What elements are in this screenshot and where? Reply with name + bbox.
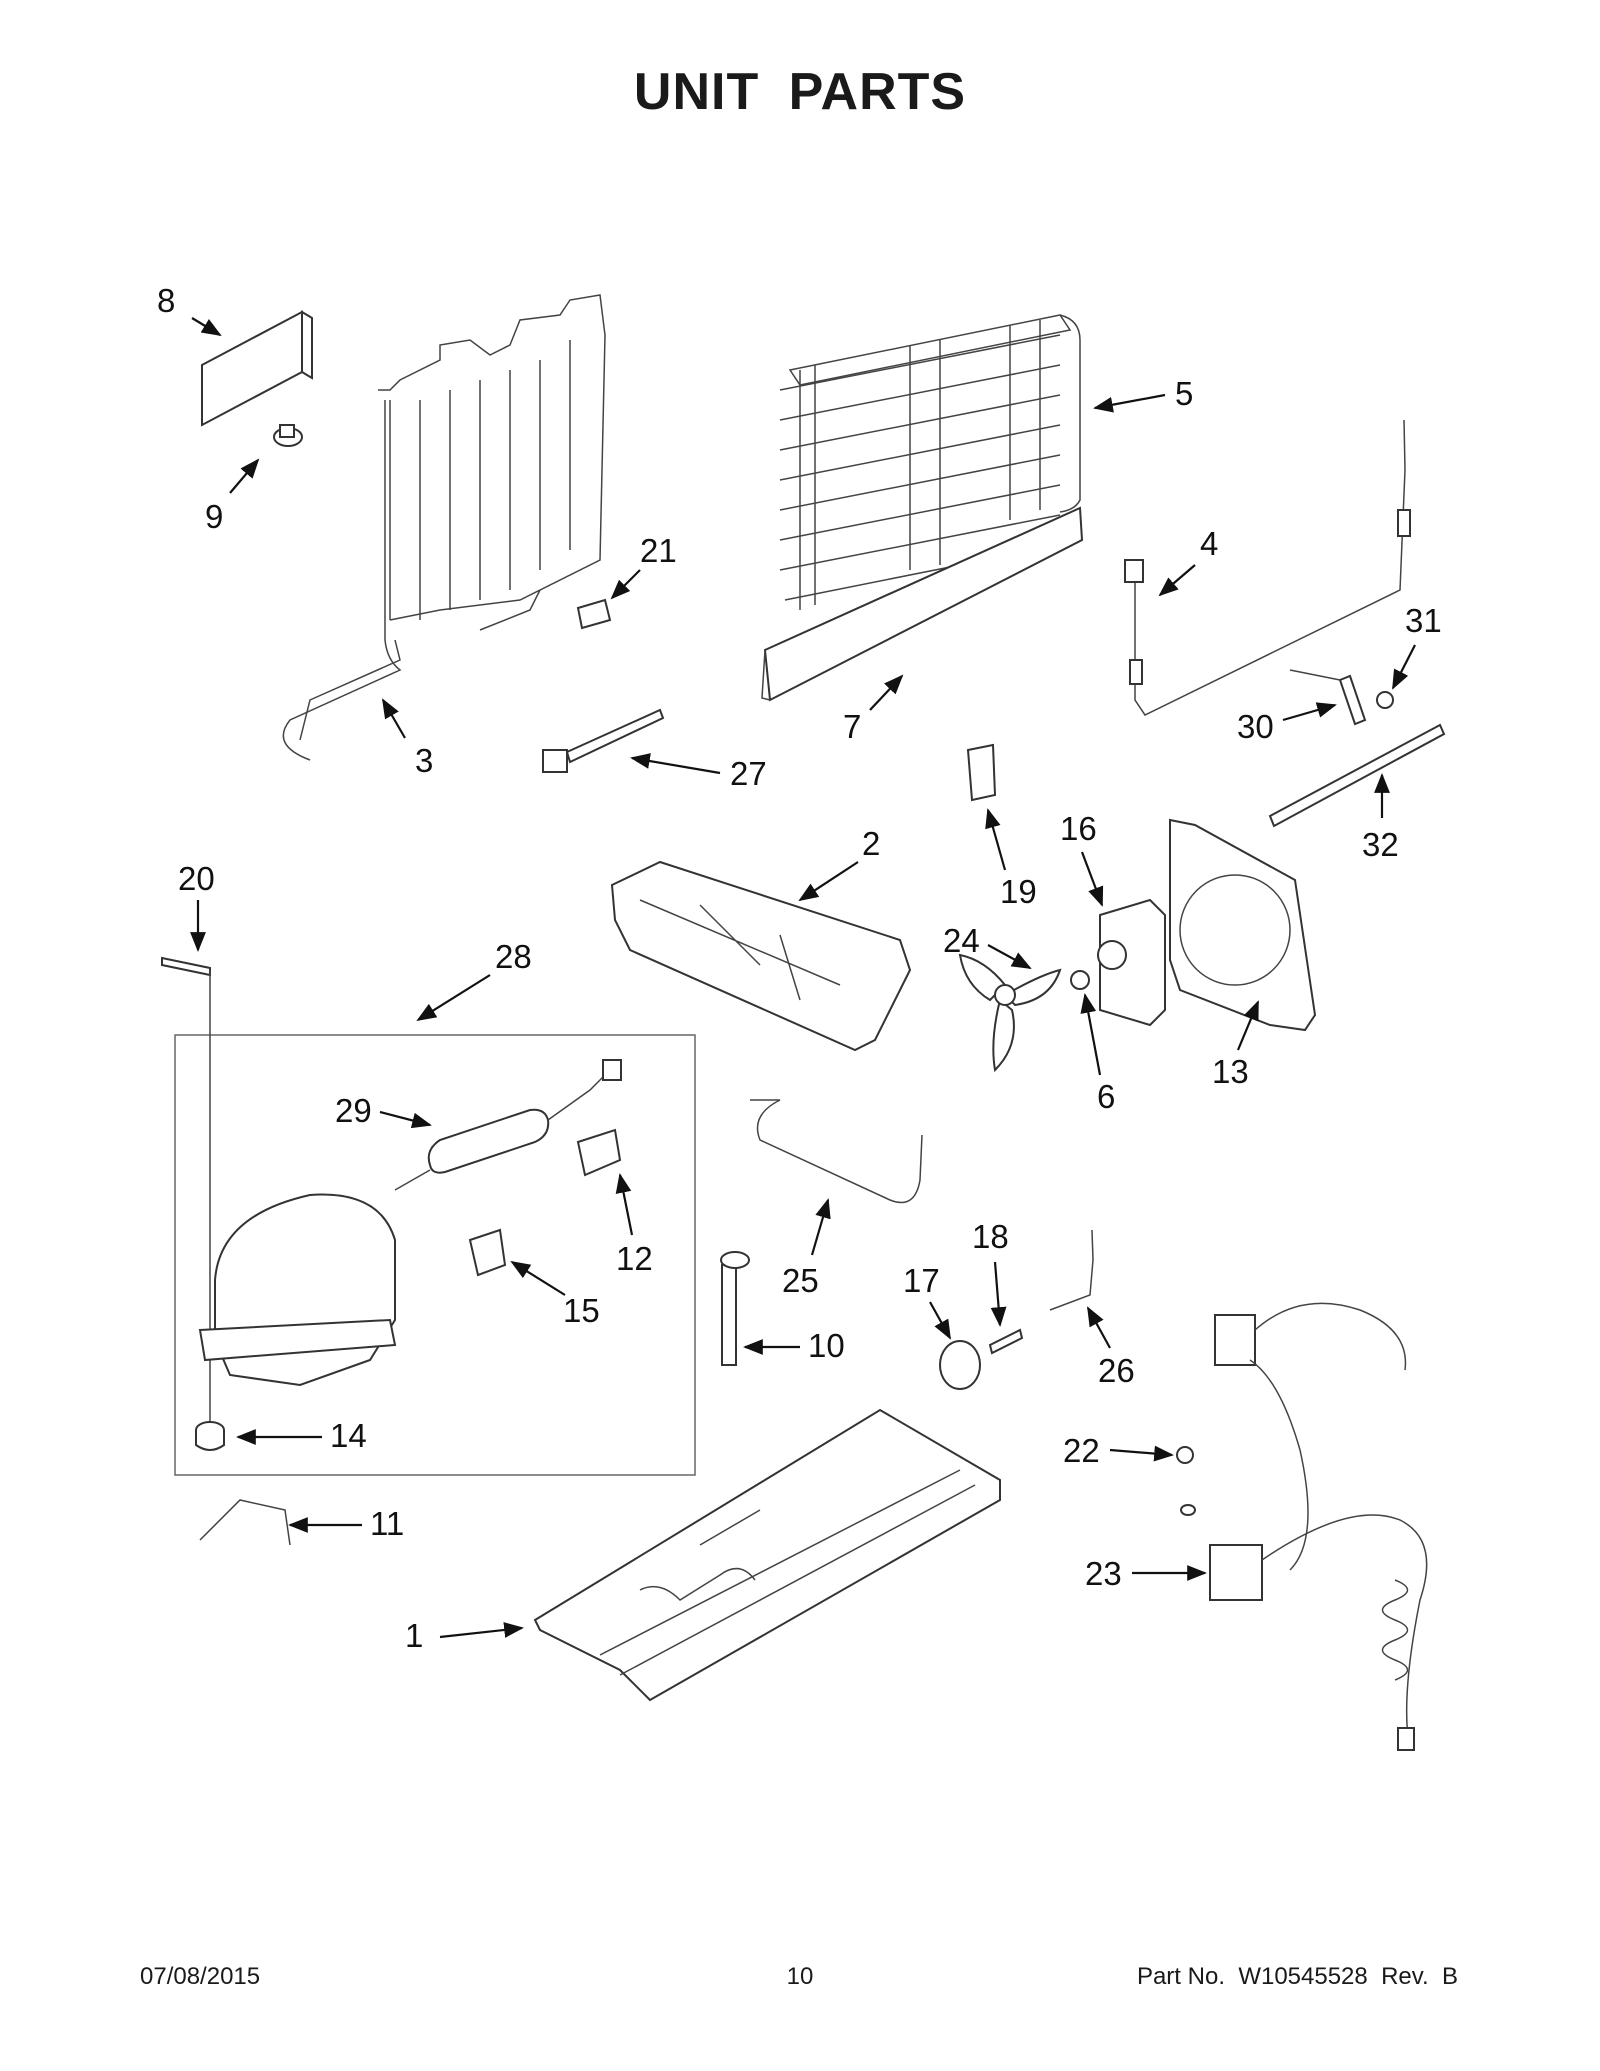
callout-24: 24	[943, 922, 980, 959]
callouts: 8 9 3 21 27 5 4 7 31 30 32 2 19 16 24 6 …	[157, 282, 1442, 1654]
compressor	[198, 1193, 397, 1387]
part-3-condenser-coil	[282, 294, 606, 761]
part-13-fan-shroud	[1169, 818, 1317, 1032]
callout-10: 10	[808, 1327, 845, 1364]
callout-29: 29	[335, 1092, 372, 1129]
part-17-roller	[939, 1340, 981, 1390]
part-19-bracket	[966, 743, 997, 802]
callout-26: 26	[1098, 1352, 1135, 1389]
part-30-clip	[1289, 669, 1367, 726]
page-title: UNIT PARTS	[633, 63, 967, 121]
callout-6: 6	[1097, 1078, 1115, 1115]
callout-23: 23	[1085, 1555, 1122, 1592]
callout-11: 11	[370, 1505, 404, 1542]
callout-7: 7	[843, 708, 861, 745]
footer-page-number: 10	[786, 1963, 814, 1990]
callout-4: 4	[1200, 525, 1218, 562]
part-25-tube	[750, 1099, 923, 1204]
callout-28: 28	[495, 938, 532, 975]
part-4-sensor-wire	[1124, 419, 1411, 716]
part-27-cable-tie	[542, 708, 665, 773]
callout-13: 13	[1212, 1053, 1249, 1090]
part-32-strip	[1268, 723, 1446, 828]
callout-27: 27	[730, 755, 767, 792]
part-24-fan-blade	[958, 953, 1062, 1073]
part-11-clip	[199, 1499, 291, 1546]
part-12-relay	[576, 1128, 622, 1177]
callout-12: 12	[616, 1240, 653, 1277]
callout-21: 21	[640, 532, 677, 569]
part-6-screw	[1070, 970, 1090, 990]
callout-15: 15	[563, 1292, 600, 1329]
callout-20: 20	[178, 860, 215, 897]
part-10-drain-tube	[720, 1251, 750, 1366]
callout-18: 18	[972, 1218, 1009, 1255]
part-14-grommet	[195, 1421, 225, 1451]
callout-30: 30	[1237, 708, 1274, 745]
part-15-overload	[468, 1228, 507, 1277]
callout-1: 1	[405, 1617, 423, 1654]
part-26-tube	[1049, 1229, 1094, 1311]
part-18-axle	[988, 1328, 1024, 1355]
part-16-fan-motor	[1097, 898, 1166, 1027]
part-29-drier	[394, 1059, 622, 1191]
footer-date: 07/08/2015	[140, 1963, 261, 1990]
part-22-screw	[1176, 1446, 1196, 1516]
callout-32: 32	[1362, 826, 1399, 863]
part-21-clip	[576, 598, 612, 630]
part-5-evaporator	[779, 314, 1081, 610]
callout-22: 22	[1063, 1432, 1100, 1469]
part-28-group-box	[174, 970, 696, 1476]
part-23-wire-harness	[1209, 1302, 1428, 1751]
part-20-clamp	[161, 956, 211, 977]
callout-17: 17	[903, 1262, 940, 1299]
callout-8: 8	[157, 282, 175, 319]
callout-25: 25	[782, 1262, 819, 1299]
part-2-housing	[610, 860, 912, 1052]
callout-9: 9	[205, 498, 223, 535]
footer-part-number: Part No. W10545528 Rev. B	[1136, 1963, 1458, 1990]
part-31-screw	[1376, 691, 1394, 709]
callout-16: 16	[1060, 810, 1097, 847]
callout-19: 19	[1000, 873, 1037, 910]
callout-3: 3	[415, 742, 433, 779]
part-1-base-plate	[533, 1408, 1001, 1702]
callout-14: 14	[330, 1417, 367, 1454]
callout-31: 31	[1405, 602, 1442, 639]
callout-2: 2	[862, 825, 880, 862]
part-7-drain-tray	[761, 506, 1084, 702]
part-9-clip	[273, 424, 303, 447]
part-8-bracket	[201, 310, 313, 427]
callout-5: 5	[1175, 375, 1193, 412]
